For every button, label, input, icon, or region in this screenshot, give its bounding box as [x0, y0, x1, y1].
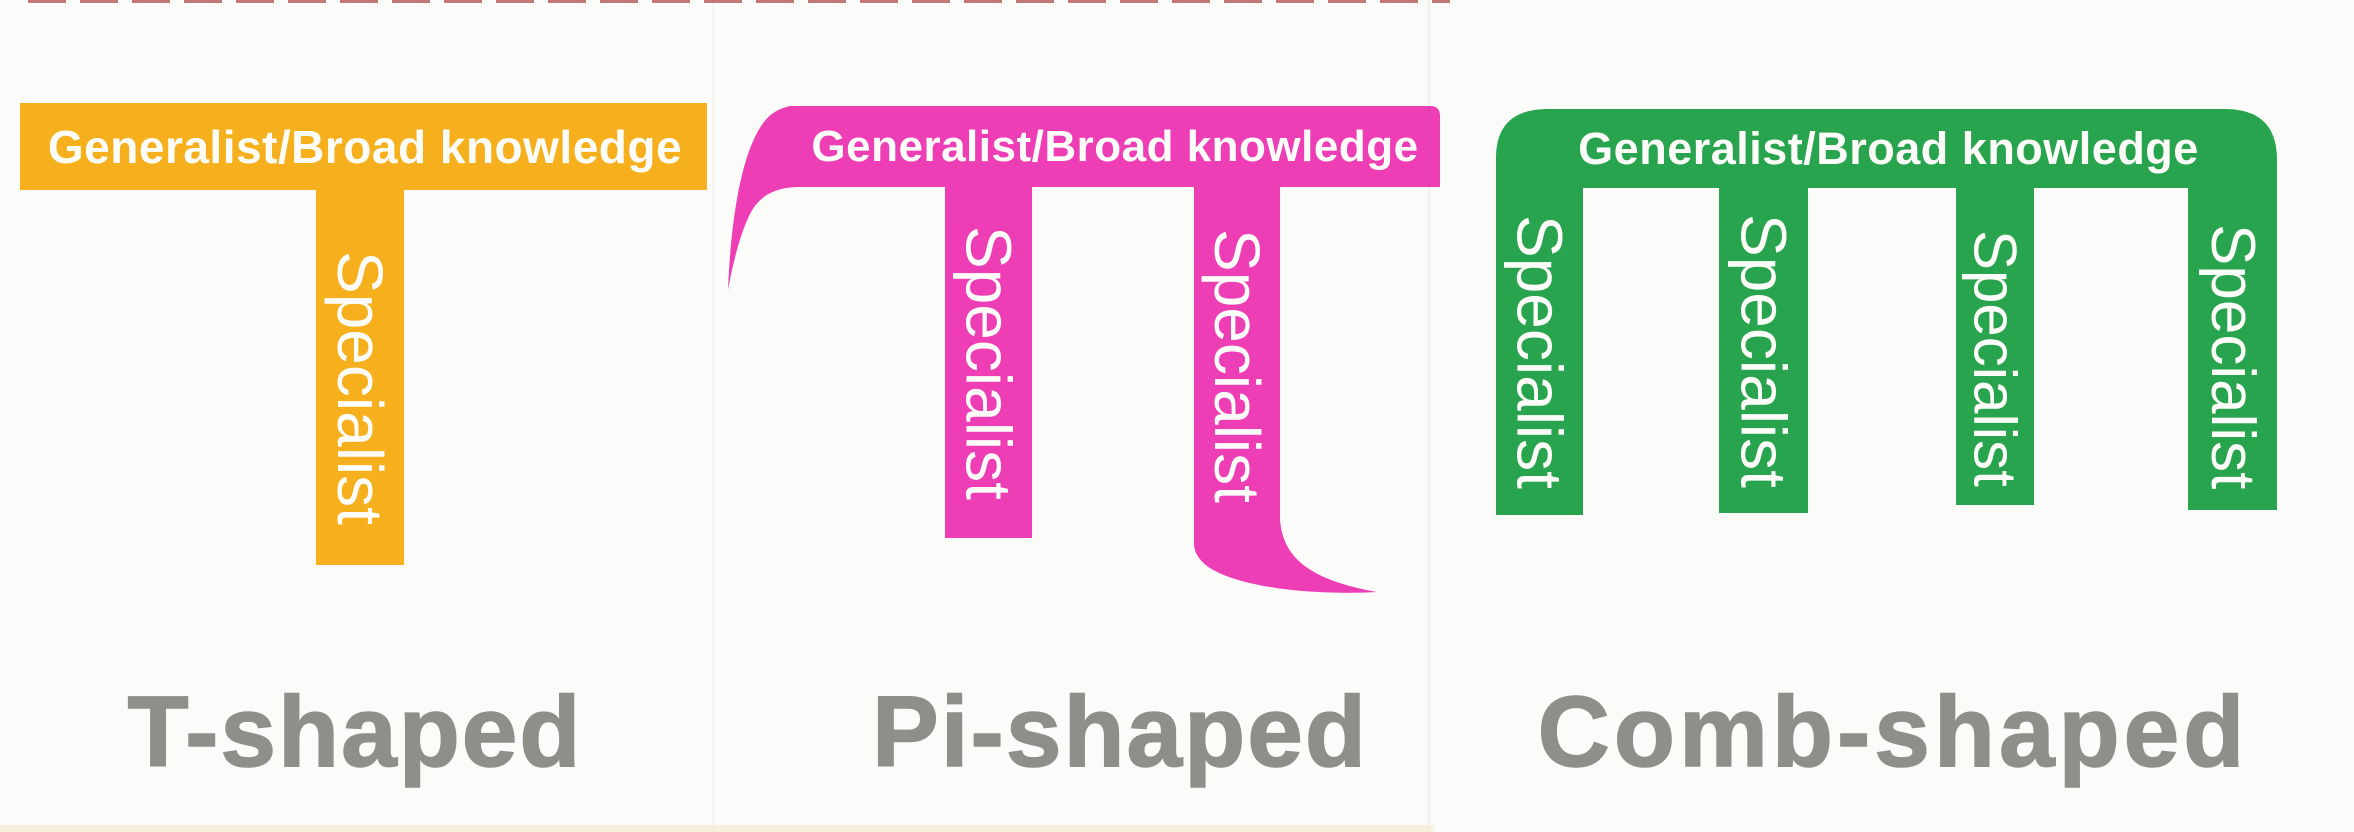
scan-seam-right [1428, 0, 1430, 832]
comb-shape [1496, 109, 2277, 515]
t-specialist-label: Specialist [324, 250, 396, 525]
scan-artifact-bottom [0, 825, 1434, 832]
pi-shaped-caption: Pi-shaped [871, 675, 1368, 789]
scan-seam-left [712, 0, 714, 832]
comb-bar-label: Generalist/Broad knowledge [1578, 122, 2199, 174]
pi-bar-label: Generalist/Broad knowledge [811, 121, 1419, 171]
comb-specialist-label-4: Specialist [2198, 224, 2267, 490]
comb-specialist-label-3: Specialist [1961, 230, 2029, 487]
pi-shape [728, 106, 1440, 593]
t-shape [20, 103, 707, 565]
pi-specialist-label-1: Specialist [952, 225, 1025, 500]
t-shaped-caption: T-shaped [127, 675, 583, 789]
t-bar-label: Generalist/Broad knowledge [47, 120, 683, 173]
scan-artifact-top [28, 0, 1450, 3]
pi-specialist-label-2: Specialist [1201, 228, 1273, 503]
comb-shaped-caption: Comb-shaped [1537, 675, 2249, 789]
comb-specialist-label-2: Specialist [1727, 213, 1800, 488]
comb-specialist-label-1: Specialist [1503, 214, 1576, 489]
